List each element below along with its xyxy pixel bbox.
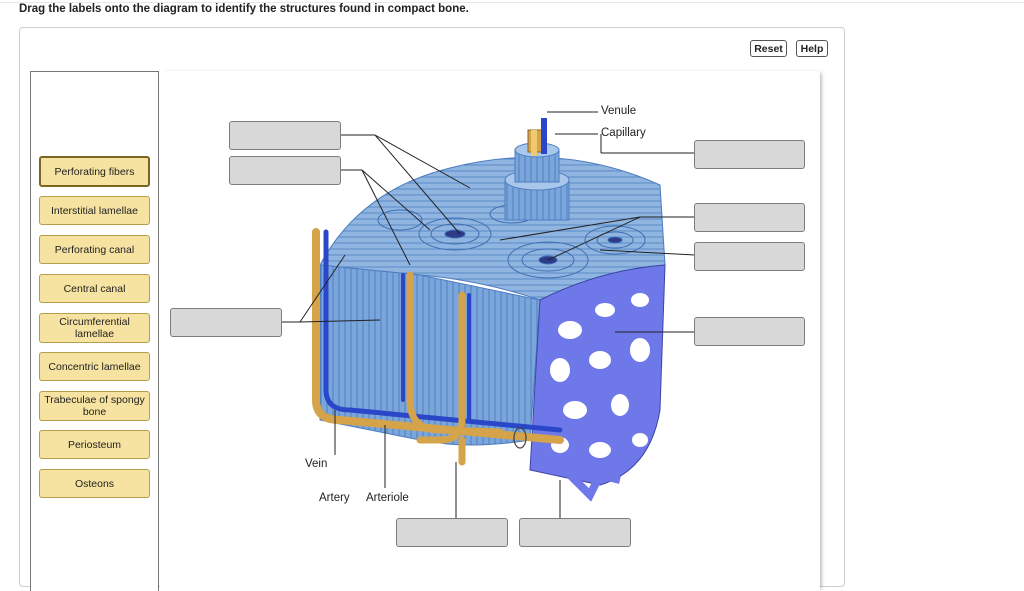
drop-target-7[interactable]	[694, 317, 805, 346]
label-chip-perforating-fibers[interactable]: Perforating fibers	[39, 156, 150, 187]
drop-target-9[interactable]	[519, 518, 631, 547]
leader-lines	[282, 111, 696, 519]
drop-target-2[interactable]	[229, 156, 341, 185]
label-chip-concentric-lamellae[interactable]: Concentric lamellae	[39, 352, 150, 381]
arteriole-label: Arteriole	[366, 492, 409, 504]
instruction-text: Drag the labels onto the diagram to iden…	[19, 3, 469, 15]
help-button[interactable]: Help	[796, 40, 828, 57]
venule-label: Venule	[601, 105, 637, 117]
label-chip-central-canal[interactable]: Central canal	[39, 274, 150, 303]
bone-top-surface	[319, 156, 666, 301]
label-chip-periosteum[interactable]: Periosteum	[39, 430, 150, 459]
drop-target-1[interactable]	[229, 121, 341, 150]
drop-target-5[interactable]	[694, 203, 805, 232]
top-divider	[0, 2, 1024, 3]
label-chip-perforating-canal[interactable]: Perforating canal	[39, 235, 150, 264]
osteon-column	[504, 118, 570, 221]
drop-target-3[interactable]	[170, 308, 282, 337]
spongy-bone	[529, 264, 666, 502]
drop-target-4[interactable]	[694, 140, 805, 169]
reset-button[interactable]: Reset	[750, 40, 787, 57]
label-chip-osteons[interactable]: Osteons	[39, 469, 150, 498]
drop-target-8[interactable]	[396, 518, 508, 547]
blood-vessels	[312, 228, 564, 466]
bone-illustration	[282, 111, 696, 519]
label-chip-interstitial-lamellae[interactable]: Interstitial lamellae	[39, 196, 150, 225]
vein-label: Vein	[305, 458, 328, 470]
drop-target-6[interactable]	[694, 242, 805, 271]
capillary-label: Capillary	[601, 127, 646, 139]
artery-label: Artery	[319, 492, 350, 504]
label-chip-circumferential-lamellae[interactable]: Circumferential lamellae	[39, 313, 150, 343]
label-chip-trabeculae-spongy-bone[interactable]: Trabeculae of spongy bone	[39, 391, 150, 421]
